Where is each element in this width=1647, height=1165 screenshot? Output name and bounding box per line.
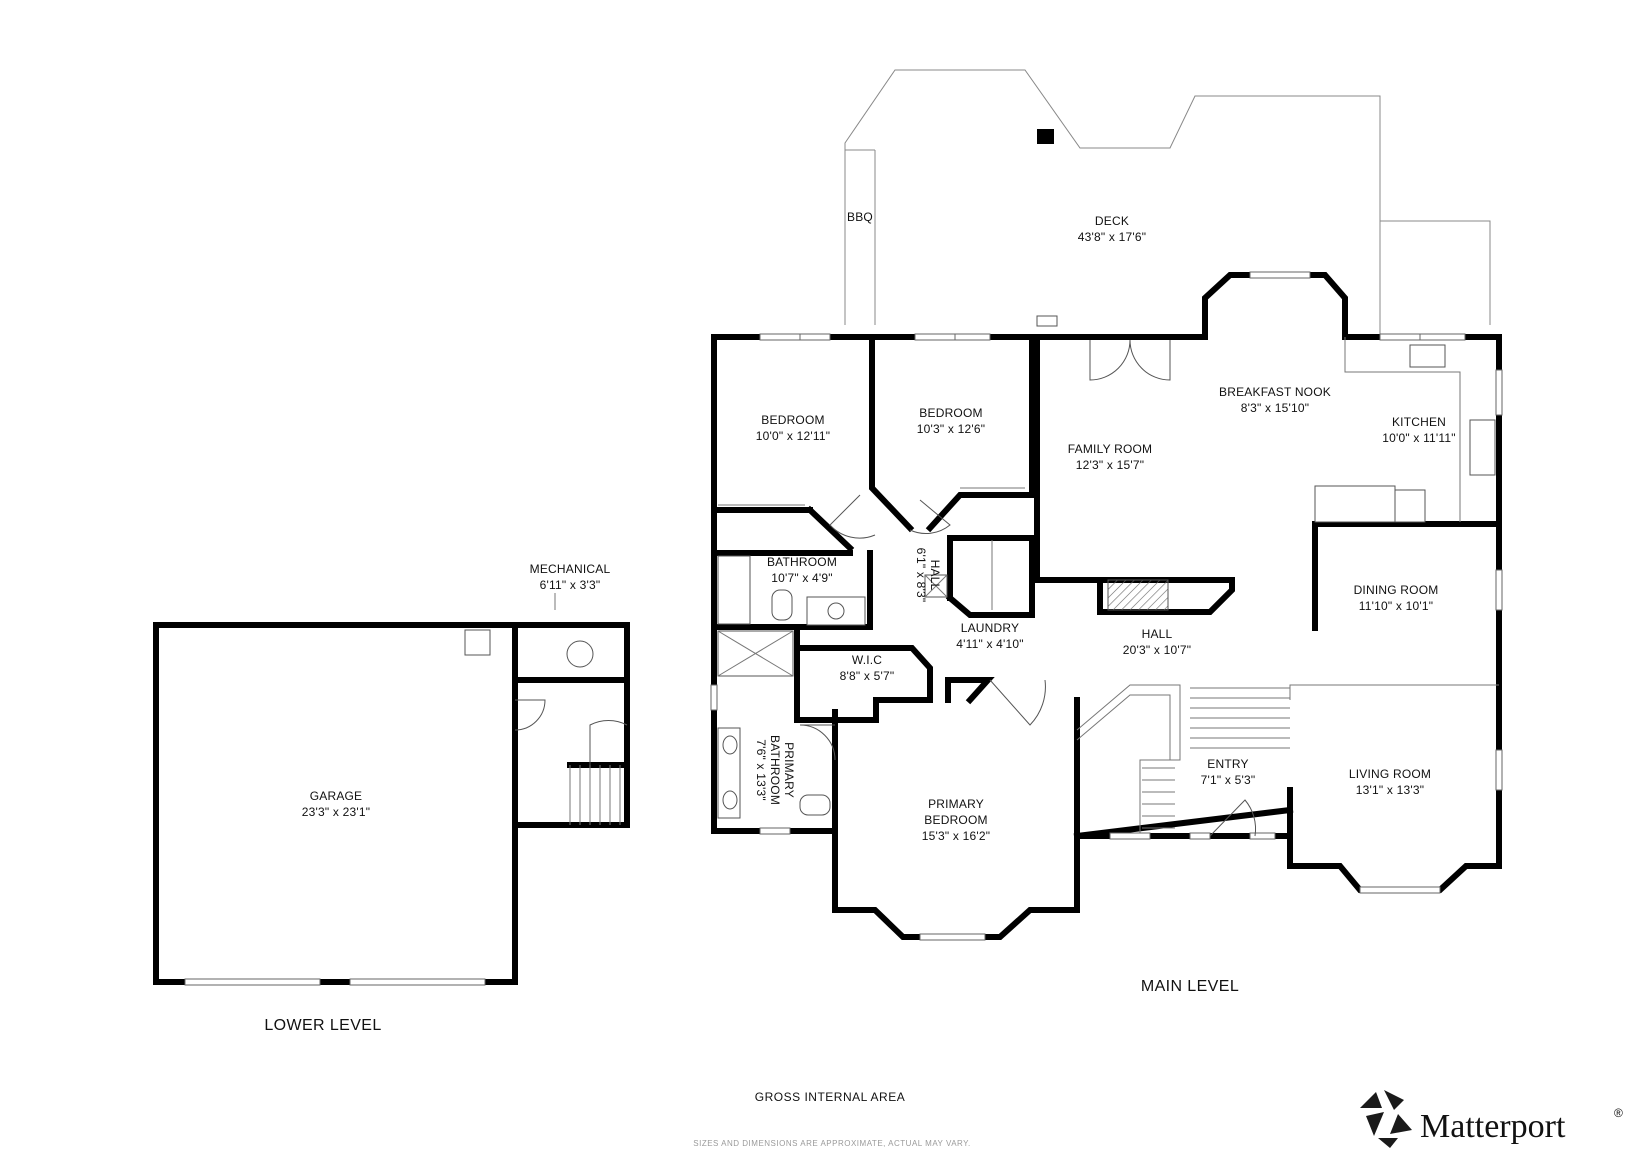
main-stairs — [1142, 687, 1290, 829]
bathroom-sink-icon — [806, 596, 866, 626]
bedroom1-name: BEDROOM — [761, 413, 824, 427]
hall-small-dim: 6'1" x 8'3" — [914, 548, 928, 603]
deck-name: DECK — [1095, 214, 1129, 228]
laundry-name: LAUNDRY — [961, 621, 1020, 635]
kitchen-name: KITCHEN — [1392, 415, 1446, 429]
stove-icon — [1469, 419, 1496, 476]
mechanical-dim: 6'11" x 3'3" — [540, 578, 601, 592]
water-heater-icon — [566, 640, 594, 668]
lower-level-walls — [153, 622, 630, 986]
primary-bathroom-name2: BATHROOM — [768, 735, 782, 805]
brand-mark: ® — [1614, 1106, 1623, 1120]
bedroom2-dim: 10'3" x 12'6" — [917, 422, 985, 436]
deck-dim: 43'8" x 17'6" — [1078, 230, 1146, 244]
garage-dim: 23'3" x 23'1" — [302, 805, 370, 819]
bbq-label: BBQ — [847, 210, 873, 224]
bedroom1-dim: 10'0" x 12'11" — [756, 429, 830, 443]
living-room-dim: 13'1" x 13'3" — [1356, 783, 1424, 797]
bathroom-dim: 10'7" x 4'9" — [771, 571, 833, 585]
breakfast-nook-dim: 8'3" x 15'10" — [1241, 401, 1309, 415]
primary-bathroom-name1: PRIMARY — [782, 742, 796, 798]
lower-stairs — [569, 765, 621, 825]
hall-small-name: HALL — [928, 560, 942, 591]
deck-outline — [844, 69, 1491, 340]
gross-internal-area: GROSS INTERNAL AREA — [755, 1090, 905, 1104]
primary-bedroom-dim: 15'3" x 16'2" — [922, 829, 990, 843]
kitchen-sink-icon — [1409, 344, 1446, 368]
family-room-name: FAMILY ROOM — [1068, 442, 1152, 456]
entry-name: ENTRY — [1207, 757, 1248, 771]
dining-room-dim: 11'10" x 10'1" — [1359, 599, 1433, 613]
chimney-icon — [1037, 129, 1054, 144]
primary-bathroom-dim: 7'6" x 13'3" — [754, 739, 768, 801]
vent-icon — [1036, 315, 1058, 327]
primary-toilet-icon — [799, 794, 831, 816]
primary-bathroom-label: PRIMARY BATHROOM 7'6" x 13'3" — [754, 735, 796, 805]
bathtub-icon — [717, 555, 751, 625]
matterport-logo-icon — [1360, 1090, 1412, 1148]
living-room-name: LIVING ROOM — [1349, 767, 1431, 781]
kitchen-dim: 10'0" x 11'11" — [1382, 431, 1456, 445]
garage-name: GARAGE — [310, 789, 363, 803]
toilet-icon — [771, 589, 793, 621]
main-level-label: MAIN LEVEL — [1141, 978, 1239, 995]
lower-level-label: LOWER LEVEL — [264, 1017, 381, 1034]
primary-bedroom-name1: PRIMARY — [928, 797, 984, 811]
laundry-dim: 4'11" x 4'10" — [956, 637, 1024, 651]
dining-room-name: DINING ROOM — [1354, 583, 1439, 597]
bathroom-name: BATHROOM — [767, 555, 837, 569]
hall-name: HALL — [1142, 627, 1173, 641]
entry-dim: 7'1" x 5'3" — [1201, 773, 1256, 787]
wic-dim: 8'8" x 5'7" — [840, 669, 895, 683]
mechanical-name: MECHANICAL — [530, 562, 611, 576]
breakfast-nook-name: BREAKFAST NOOK — [1219, 385, 1331, 399]
brand-name: Matterport — [1420, 1108, 1566, 1145]
fireplace-icon — [1107, 579, 1169, 611]
wic-name: W.I.C — [852, 653, 882, 667]
disclaimer: SIZES AND DIMENSIONS ARE APPROXIMATE, AC… — [693, 1139, 970, 1148]
bedroom2-name: BEDROOM — [919, 406, 982, 420]
hall-dim: 20'3" x 10'7" — [1123, 643, 1191, 657]
primary-bedroom-name2: BEDROOM — [924, 813, 987, 827]
family-room-dim: 12'3" x 15'7" — [1076, 458, 1144, 472]
hall-small-label: HALL 6'1" x 8'3" — [914, 548, 942, 603]
windows — [710, 271, 1503, 941]
fixtures — [717, 337, 1496, 837]
